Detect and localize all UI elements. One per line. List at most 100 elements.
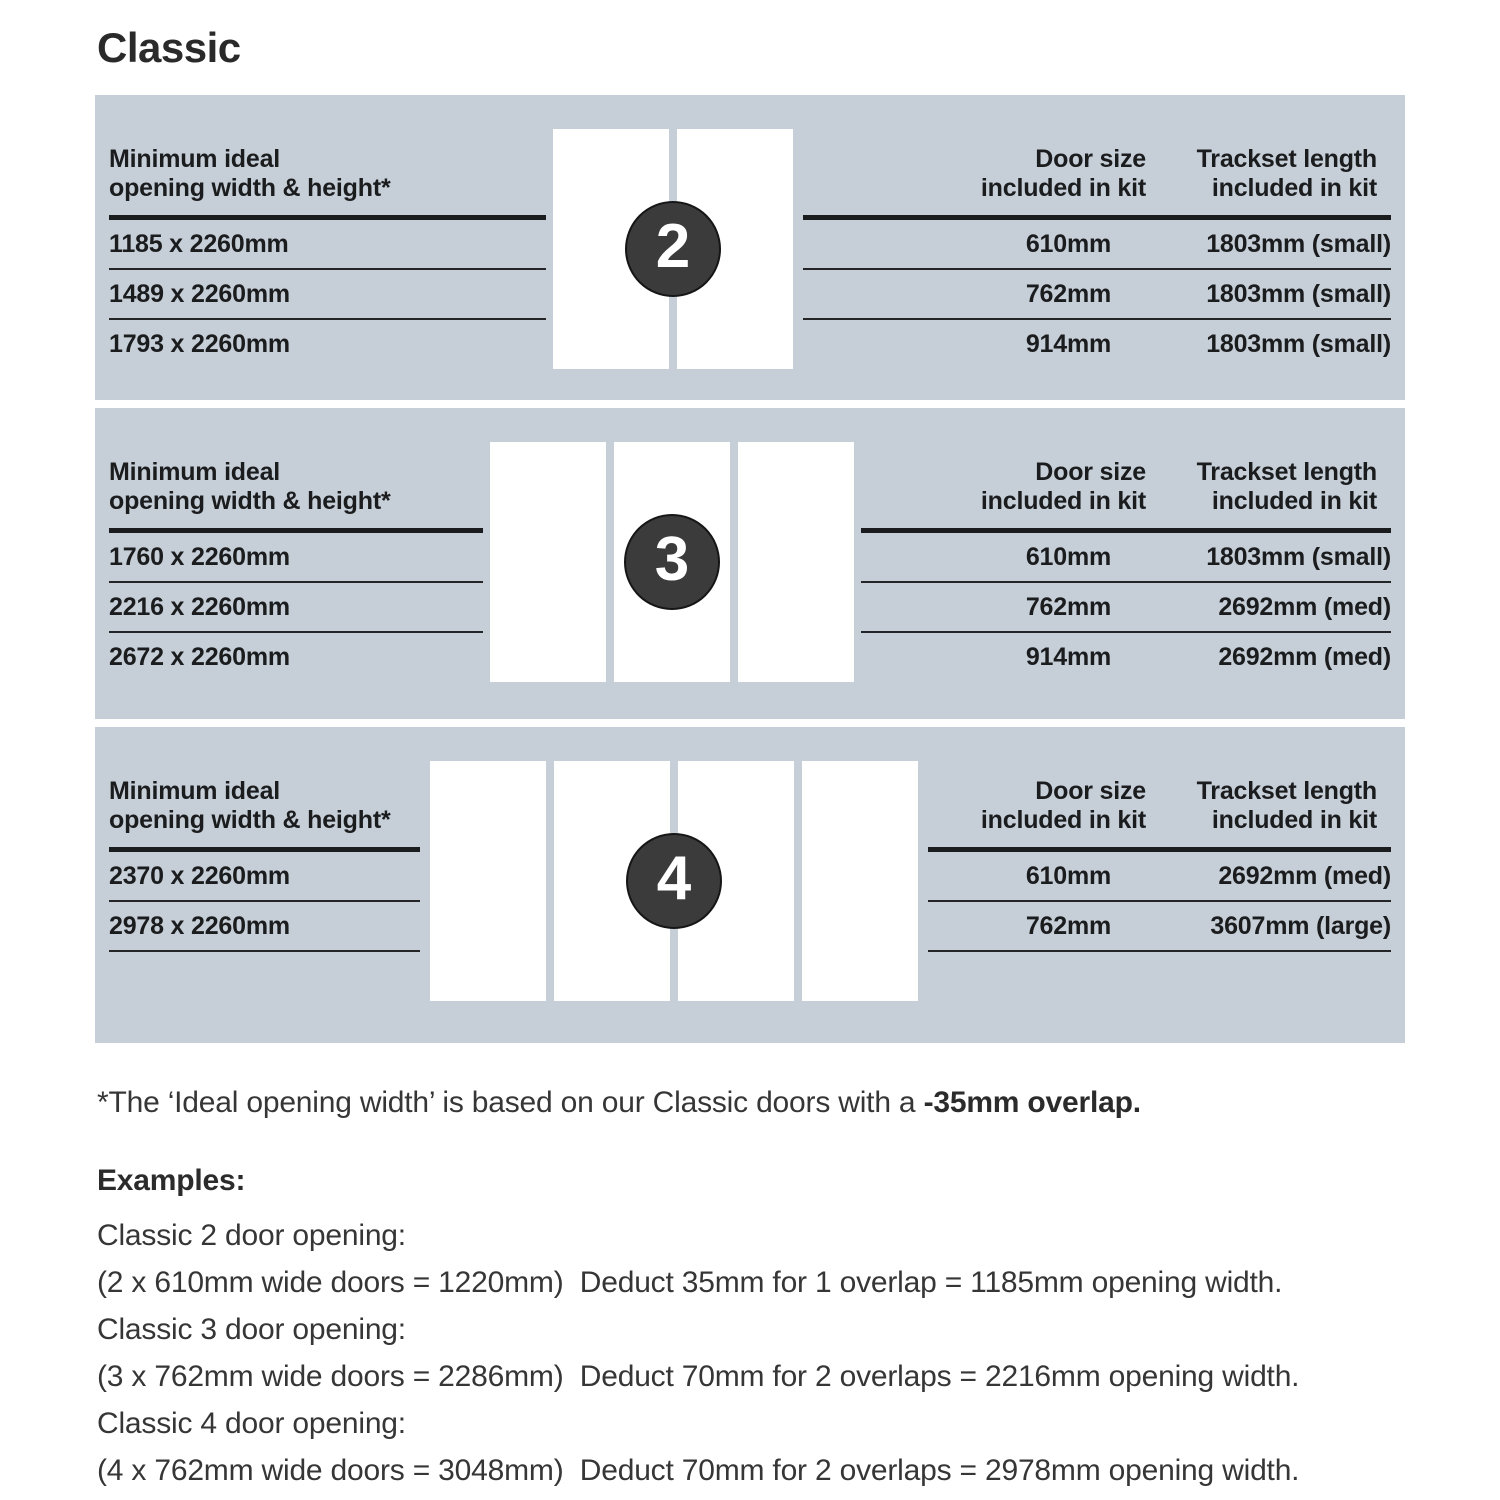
door-panel [802,761,918,1001]
opening-size-header: Minimum ideal opening width & height* [109,727,420,835]
table-row: 610mm 1803mm (small) [861,533,1391,583]
opening-size-column: Minimum ideal opening width & height* 11… [109,95,546,368]
door-size-column-header: Door size included in kit [861,458,1146,516]
spec-section-3-door: Minimum ideal opening width & height* 17… [95,408,1405,719]
kit-columns: Door size included in kit Trackset lengt… [861,408,1391,681]
door-count-badge: 2 [625,201,721,297]
table-row: 762mm 1803mm (small) [803,270,1391,320]
door-size-value: 762mm [1025,911,1111,940]
examples-heading: Examples: [97,1164,246,1197]
kit-columns-header: Door size included in kit Trackset lengt… [928,727,1391,835]
trackset-value: 1803mm (small) [1206,279,1391,308]
door-size-header-line2: included in kit [980,806,1146,834]
opening-size-column: Minimum ideal opening width & height* 17… [109,408,483,681]
opening-size-value: 2370 x 2260mm [109,852,420,902]
opening-size-column: Minimum ideal opening width & height* 23… [109,727,420,952]
trackset-column-header: Trackset length included in kit [1146,777,1391,835]
table-row: 914mm 2692mm (med) [861,633,1391,681]
header-underline [109,215,546,220]
opening-size-value: 2978 x 2260mm [109,902,420,952]
spec-section-4-door: Minimum ideal opening width & height* 23… [95,727,1405,1043]
door-count-badge: 4 [626,833,722,929]
door-size-header-line2: included in kit [980,487,1146,515]
opening-size-header: Minimum ideal opening width & height* [109,408,483,516]
door-size-value: 914mm [1025,642,1111,671]
door-illustration-4: 4 [430,761,918,1001]
trackset-column-header: Trackset length included in kit [1146,145,1391,203]
page-title: Classic [97,24,241,71]
door-size-value: 762mm [1025,279,1111,308]
table-row: 610mm 1803mm (small) [803,220,1391,270]
trackset-header-line2: included in kit [1211,174,1377,202]
door-size-value: 610mm [1025,542,1111,571]
trackset-header-line1: Trackset length [1196,777,1378,805]
opening-size-header-line2: opening width & height* [109,806,391,834]
door-size-header-line1: Door size [1035,777,1146,805]
kit-columns: Door size included in kit Trackset lengt… [928,727,1391,952]
opening-size-header-line1: Minimum ideal [109,145,281,173]
example-line: Classic 2 door opening: [97,1219,406,1252]
trackset-value: 2692mm (med) [1218,861,1391,890]
trackset-value: 1803mm (small) [1206,329,1391,358]
example-line: (2 x 610mm wide doors = 1220mm) Deduct 3… [97,1266,1283,1299]
kit-columns-header: Door size included in kit Trackset lengt… [861,408,1391,516]
opening-size-value: 1185 x 2260mm [109,220,546,270]
door-panel [738,442,854,682]
trackset-header-line2: included in kit [1211,806,1377,834]
opening-size-value: 1793 x 2260mm [109,329,290,358]
example-line: (3 x 762mm wide doors = 2286mm) Deduct 7… [97,1360,1300,1393]
opening-size-header-line1: Minimum ideal [109,458,281,486]
opening-size-value: 1760 x 2260mm [109,533,483,583]
trackset-column-header: Trackset length included in kit [1146,458,1391,516]
trackset-value: 2692mm (med) [1218,642,1391,671]
door-size-value: 610mm [1025,861,1111,890]
table-row: 914mm 1803mm (small) [803,320,1391,368]
header-underline [861,528,1391,533]
door-size-column-header: Door size included in kit [803,145,1146,203]
header-underline [803,215,1391,220]
trackset-value: 3607mm (large) [1210,911,1391,940]
trackset-header-line1: Trackset length [1196,458,1378,486]
table-row: 762mm 2692mm (med) [861,583,1391,633]
door-size-header-line2: included in kit [980,174,1146,202]
door-size-header-line1: Door size [1035,458,1146,486]
opening-size-value: 2216 x 2260mm [109,583,483,633]
door-size-value: 914mm [1025,329,1111,358]
opening-size-value: 1489 x 2260mm [109,270,546,320]
door-illustration-3: 3 [490,442,854,682]
trackset-header-line1: Trackset length [1196,145,1378,173]
examples-block: Examples: Classic 2 door opening: (2 x 6… [97,1164,1300,1494]
opening-size-header: Minimum ideal opening width & height* [109,95,546,203]
footnote-bold-text: -35mm overlap. [923,1086,1141,1119]
table-row: 762mm 3607mm (large) [928,902,1391,952]
trackset-value: 2692mm (med) [1218,592,1391,621]
header-underline [109,528,483,533]
table-row: 610mm 2692mm (med) [928,852,1391,902]
header-underline [928,847,1391,852]
kit-columns-header: Door size included in kit Trackset lengt… [803,95,1391,203]
door-panel [430,761,546,1001]
door-size-column-header: Door size included in kit [928,777,1146,835]
kit-columns: Door size included in kit Trackset lengt… [803,95,1391,368]
example-line: Classic 4 door opening: [97,1407,406,1440]
trackset-value: 1803mm (small) [1206,229,1391,258]
door-panel [490,442,606,682]
door-size-value: 762mm [1025,592,1111,621]
example-line: Classic 3 door opening: [97,1313,406,1346]
opening-size-header-line1: Minimum ideal [109,777,281,805]
footnote-text: *The ‘Ideal opening width’ is based on o… [97,1086,924,1119]
opening-size-value: 2672 x 2260mm [109,642,290,671]
opening-size-header-line2: opening width & height* [109,174,391,202]
trackset-header-line2: included in kit [1211,487,1377,515]
overlap-footnote: *The ‘Ideal opening width’ is based on o… [97,1086,1141,1120]
door-count-badge: 3 [624,514,720,610]
trackset-value: 1803mm (small) [1206,542,1391,571]
header-underline [109,847,420,852]
spec-panel: Minimum ideal opening width & height* 11… [95,95,1405,1043]
example-line: (4 x 762mm wide doors = 3048mm) Deduct 7… [97,1454,1300,1487]
door-size-value: 610mm [1025,229,1111,258]
spec-section-2-door: Minimum ideal opening width & height* 11… [95,95,1405,400]
door-size-header-line1: Door size [1035,145,1146,173]
door-illustration-2: 2 [553,129,793,369]
opening-size-header-line2: opening width & height* [109,487,391,515]
